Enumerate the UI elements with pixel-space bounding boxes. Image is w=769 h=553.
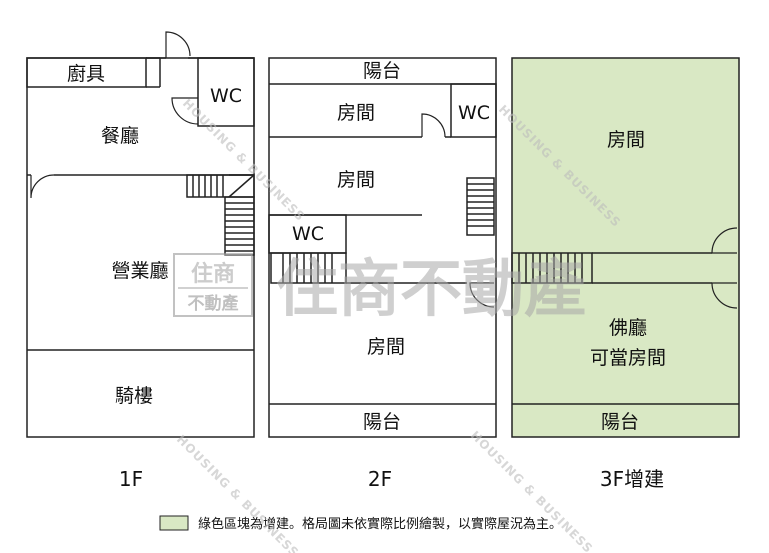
room-wc-2f-mid: WC xyxy=(292,223,324,245)
watermark-english-3: HOUSING & BUSINESS xyxy=(174,432,302,553)
back-door-icon xyxy=(165,31,191,58)
floor-1f: 廚具 WC 餐廳 營業廳 騎樓 xyxy=(26,31,255,438)
watermark-english-1: HOUSING & BUSINESS xyxy=(180,96,308,224)
stairs-1f xyxy=(186,174,255,256)
room-3f-back: 房間 xyxy=(607,129,645,151)
added-area-fill xyxy=(512,58,739,437)
room-2f-back-door-icon xyxy=(421,113,446,138)
stairs-2f xyxy=(270,177,495,284)
floor-3f-outline xyxy=(511,57,740,438)
legend: 綠色區塊為增建。格局圖未依實際比例繪製，以實際屋況為主。 xyxy=(159,515,562,532)
floor-2f: 陽台 房間 WC 房間 WC 房間 陽台 xyxy=(268,57,497,438)
floor-3f: 房間 佛廳 可當房間 陽台 xyxy=(511,57,740,438)
room-2f-front: 房間 xyxy=(367,336,405,358)
kitchen-counter xyxy=(26,57,147,88)
wc-2f-top-box xyxy=(450,83,497,138)
floor-label-3f: 3F增建 xyxy=(600,467,664,491)
watermark-main-text: 住商不動產 xyxy=(276,252,586,325)
room-balcony-2f-top: 陽台 xyxy=(363,60,401,82)
wc-1f-box xyxy=(197,57,255,127)
room-business-hall: 營業廳 xyxy=(111,260,168,282)
room-balcony-3f: 陽台 xyxy=(601,411,639,433)
wc-1f-door-icon xyxy=(171,97,199,125)
room-balcony-2f-bottom: 陽台 xyxy=(363,411,401,433)
room-dining: 餐廳 xyxy=(101,125,139,147)
watermark-logo-box xyxy=(173,253,253,317)
room-buddha-hall-note: 可當房間 xyxy=(590,347,666,369)
watermark: 住商 不動產 住商不動產 HOUSING & BUSINESS HOUSING … xyxy=(173,96,624,553)
legend-text: 綠色區塊為增建。格局圖未依實際比例繪製，以實際屋況為主。 xyxy=(198,516,562,532)
room-kitchen: 廚具 xyxy=(67,62,105,85)
floor-1f-outline xyxy=(26,57,255,438)
side-door-1f-icon xyxy=(30,174,55,199)
floor-label-2f: 2F xyxy=(368,467,392,491)
room-3f-front-door-icon xyxy=(711,282,738,309)
legend-swatch xyxy=(159,515,189,531)
watermark-logo-top: 住商 xyxy=(191,261,235,287)
floor-label-1f: 1F xyxy=(119,467,143,491)
stairs-3f xyxy=(511,252,593,284)
room-buddha-hall: 佛廳 xyxy=(609,317,647,339)
room-wc-2f-top: WC xyxy=(458,102,490,124)
watermark-logo-bottom: 不動產 xyxy=(188,293,239,314)
room-2f-middle: 房間 xyxy=(337,169,375,191)
room-arcade: 騎樓 xyxy=(115,385,153,407)
room-3f-back-door-icon xyxy=(711,227,738,254)
watermark-english-4: HOUSING & BUSINESS xyxy=(468,428,596,553)
room-2f-back: 房間 xyxy=(337,102,375,124)
room-2f-front-door-icon xyxy=(469,282,495,308)
room-wc-1f: WC xyxy=(210,85,242,107)
